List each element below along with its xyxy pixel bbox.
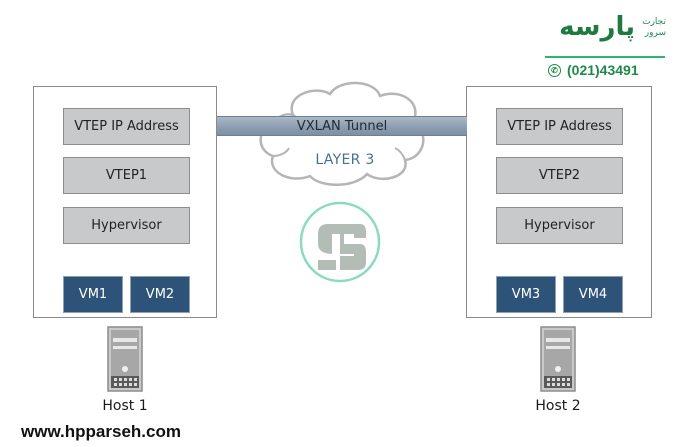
vm-3: VM3 (496, 276, 556, 313)
host-1-label: Host 1 (102, 398, 148, 414)
host-1-hypervisor: Hypervisor (63, 207, 190, 244)
vxlan-tunnel-label: VXLAN Tunnel (296, 118, 388, 134)
vm-2: VM2 (130, 276, 190, 313)
host-2-server-icon (540, 326, 576, 392)
brand-subtitle-line-1: تجارت (642, 17, 666, 27)
vm-4: VM4 (563, 276, 623, 313)
website-url: www.hpparseh.com (21, 422, 181, 441)
vm-1: VM1 (63, 276, 123, 313)
host-1-box: VTEP IP Address VTEP1 Hypervisor VM1 VM2 (33, 86, 217, 318)
host-2-vtep-ip-address: VTEP IP Address (496, 108, 623, 145)
brand-subtitle: تجارت سرور (636, 17, 666, 39)
host-2-label: Host 2 (535, 398, 581, 414)
host-2-hypervisor: Hypervisor (496, 207, 623, 244)
host-1-vtep-ip-address: VTEP IP Address (63, 108, 190, 145)
phone-icon: ✆ (548, 63, 561, 77)
brand-subtitle-line-2: سرور (644, 28, 666, 38)
vxlan-tunnel (217, 116, 467, 136)
phone-number: (021)43491 (567, 62, 639, 78)
brand-logo: پارسه (559, 12, 635, 42)
layer3-label: LAYER 3 (315, 152, 375, 168)
host-1-server-icon (107, 326, 143, 392)
host-2-vtep: VTEP2 (496, 157, 623, 194)
host-2-box: VTEP IP Address VTEP2 Hypervisor VM3 VM4 (466, 86, 652, 318)
brand-divider (545, 56, 665, 58)
host-1-vtep: VTEP1 (63, 157, 190, 194)
brand-phone: ✆ (021)43491 (548, 62, 639, 78)
hp-logo-icon (299, 201, 381, 283)
